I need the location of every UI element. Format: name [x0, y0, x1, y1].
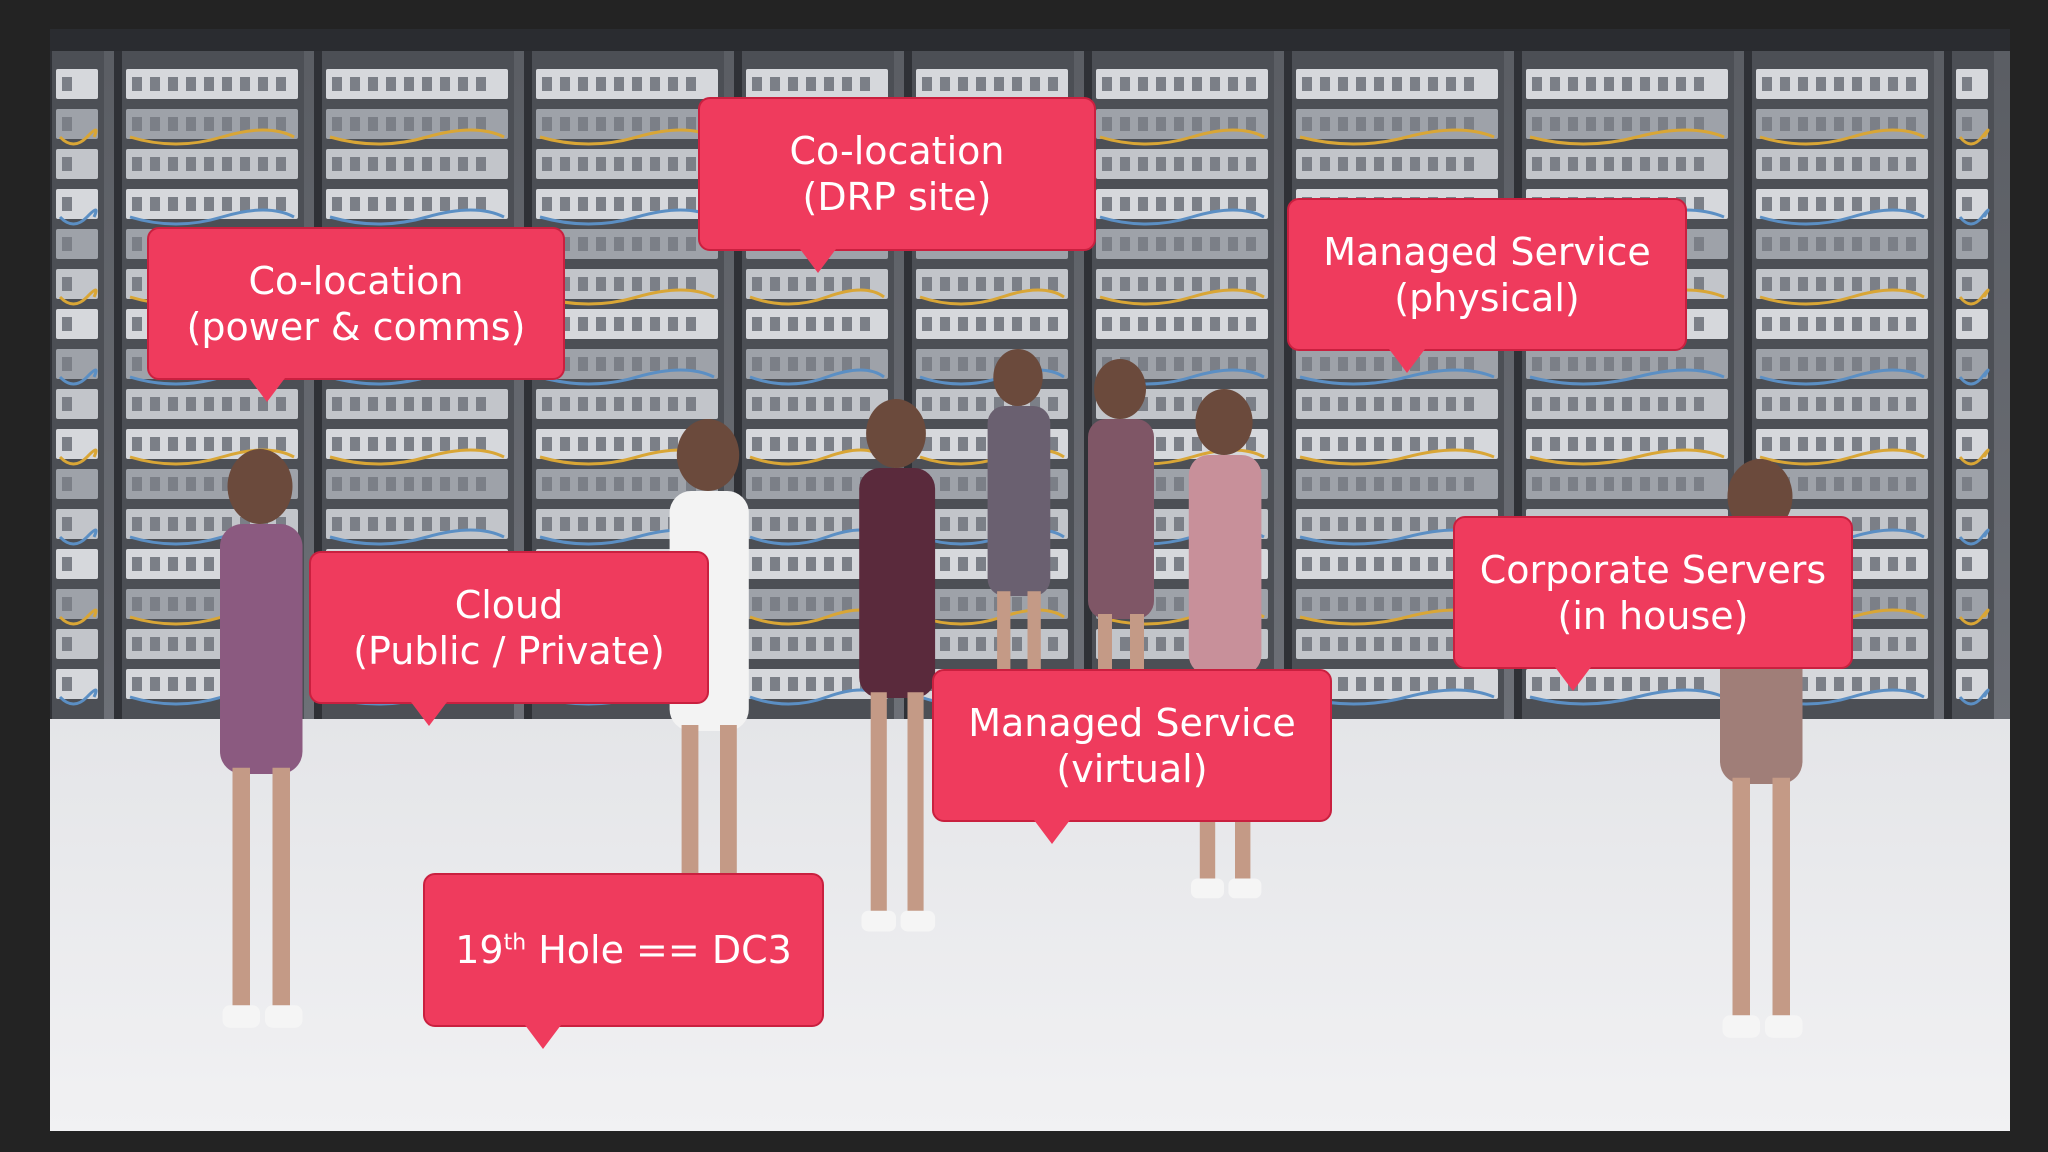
callout-pointer	[249, 378, 285, 402]
callout-pointer	[1034, 820, 1070, 844]
callout-cloud-public-private: Cloud (Public / Private)	[309, 551, 709, 726]
callout-pointer	[1389, 349, 1425, 373]
callout-managed-service-virtual: Managed Service (virtual)	[932, 669, 1332, 844]
callout-pointer	[411, 702, 447, 726]
callout-line-2: (DRP site)	[802, 175, 992, 219]
callout-line-2: (power & comms)	[186, 304, 526, 349]
callout-line-2: (virtual)	[1056, 746, 1208, 791]
callout-line-1: Cloud	[454, 582, 564, 627]
callout-line-1: Managed Service	[1323, 229, 1651, 274]
callout-pointer	[525, 1025, 561, 1049]
callout-pointer	[800, 249, 836, 273]
callout-19th-hole-dc3: 19th Hole == DC3	[423, 873, 824, 1049]
callout-line-1: Managed Service	[968, 700, 1296, 745]
callout-colocation-power-comms: Co-location (power & comms)	[147, 227, 565, 402]
callout-corporate-servers-in-house: Corporate Servers (in house)	[1453, 516, 1853, 691]
callout-hole-suffix: th	[503, 930, 527, 956]
callout-colocation-drp-site: Co-location (DRP site)	[698, 97, 1096, 273]
callout-hole-rest: Hole == DC3	[526, 928, 792, 972]
callout-line-1: Corporate Servers	[1479, 547, 1827, 592]
callout-hole-number: 19	[455, 928, 504, 972]
callout-pointer	[1555, 667, 1591, 691]
callout-line-2: (physical)	[1394, 275, 1580, 320]
callout-managed-service-physical: Managed Service (physical)	[1287, 198, 1687, 373]
callout-line-2: (Public / Private)	[353, 628, 665, 673]
callout-line-1: Co-location	[248, 258, 464, 303]
callout-line-1: Co-location	[789, 129, 1005, 173]
callout-line-2: (in house)	[1557, 593, 1749, 638]
